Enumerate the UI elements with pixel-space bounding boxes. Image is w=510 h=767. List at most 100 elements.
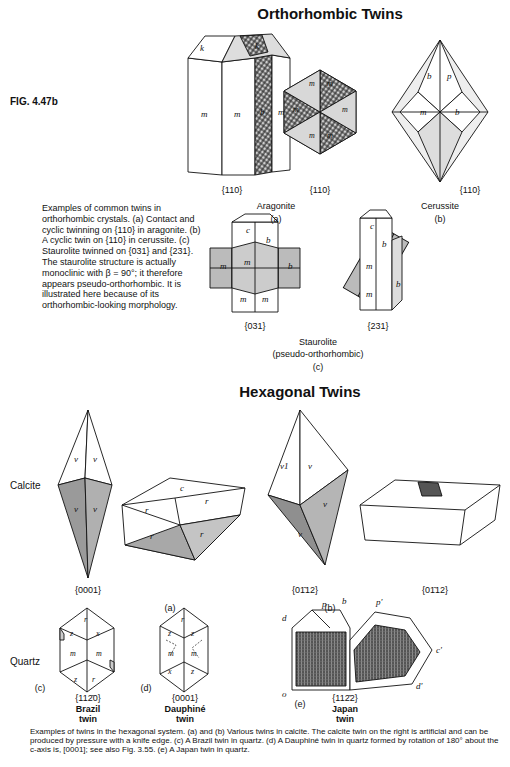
- figure-label: (a): [165, 604, 176, 614]
- calcite-0112: [268, 410, 348, 565]
- figure-label: Aragonite: [257, 202, 296, 212]
- face-letter: z: [74, 676, 77, 685]
- face-letter: m: [309, 132, 315, 141]
- face-letter: m: [327, 80, 333, 89]
- face-letter: b: [266, 236, 271, 246]
- face-letter: x: [96, 630, 100, 639]
- face-letter: p: [447, 72, 452, 82]
- face-letter: r: [150, 532, 154, 542]
- face-letter: m: [278, 108, 285, 118]
- face-letter: c': [436, 646, 442, 656]
- face-letter: d': [416, 682, 422, 692]
- face-letter: m: [244, 258, 251, 268]
- face-letter: v: [323, 500, 327, 510]
- figure-label: {112̄2}: [332, 694, 357, 704]
- figure-label: {031}: [244, 322, 265, 332]
- face-letter: c: [246, 226, 250, 236]
- face-letter: m: [168, 650, 174, 659]
- quartz-brazil: [60, 608, 114, 692]
- face-letter: m: [96, 650, 102, 659]
- face-letter: v: [74, 455, 78, 465]
- figure-label: {0001}: [172, 694, 198, 704]
- figure-label: (c): [35, 684, 46, 694]
- figure-label: (b): [435, 215, 446, 225]
- face-letter: m: [342, 106, 348, 115]
- face-letter: v: [93, 505, 97, 515]
- face-letter: m: [309, 80, 315, 89]
- face-letter: m: [201, 110, 208, 120]
- aragonite-contact: [188, 34, 290, 175]
- face-letter: r: [145, 506, 149, 516]
- face-letter: b: [455, 108, 460, 118]
- face-letter: m: [293, 106, 299, 115]
- face-letter: b: [382, 240, 387, 250]
- figure-label: Hexagonal Twins: [239, 384, 360, 401]
- figure-label: {0001}: [75, 586, 101, 596]
- face-letter: r: [181, 616, 184, 625]
- face-letter: p: [322, 600, 327, 610]
- face-letter: d: [282, 614, 287, 624]
- section-title: Orthorhombic Twins: [257, 6, 403, 23]
- figure-label: Dauphiné twin: [157, 705, 213, 725]
- figure-label: {01̄12}: [422, 586, 448, 596]
- aragonite-cyclic: [284, 70, 356, 154]
- figure-label: Japan twin: [325, 705, 365, 725]
- face-letter: x: [168, 668, 172, 677]
- figure-label: (d): [141, 684, 152, 694]
- face-letter: k: [200, 44, 204, 54]
- face-letter: m: [191, 650, 197, 659]
- face-letter: v: [298, 530, 302, 540]
- quartz-dauphine: [160, 608, 208, 692]
- face-letter: v1: [280, 462, 289, 472]
- figure-label: FIG. 4.47b: [10, 96, 58, 107]
- figure-label: Brazil twin: [68, 705, 108, 725]
- calcite-0001: [58, 410, 112, 578]
- face-letter: z: [70, 630, 73, 639]
- figure-label: {110}: [460, 186, 480, 196]
- face-letter: c: [180, 484, 184, 494]
- face-letter: m: [234, 110, 241, 120]
- face-letter: r: [205, 497, 209, 507]
- figure-label: Cerussite: [421, 202, 459, 212]
- face-letter: m: [240, 295, 247, 305]
- face-letter: m: [70, 650, 76, 659]
- face-letter: m: [327, 132, 333, 141]
- face-letter: c: [370, 222, 374, 232]
- face-letter: m: [366, 290, 373, 300]
- face-letter: z: [191, 630, 194, 639]
- face-letter: v: [93, 455, 97, 465]
- face-letter: v: [308, 462, 312, 472]
- face-letter: b: [260, 108, 265, 118]
- quartz-japan: [292, 610, 432, 690]
- cerussite-cyclic: [392, 40, 488, 182]
- face-letter: b: [342, 597, 347, 607]
- face-letter: b: [288, 262, 293, 272]
- face-letter: b: [427, 72, 432, 82]
- face-letter: v: [74, 505, 78, 515]
- face-letter: o: [282, 690, 287, 700]
- figure-label: {01̄12}: [292, 586, 318, 596]
- figure-label: Calcite: [10, 480, 41, 491]
- calcite-rhomb-twin: [122, 478, 245, 560]
- figure-label: {110}: [222, 186, 242, 196]
- figure-label: (e): [295, 700, 306, 710]
- face-letter: z: [168, 630, 171, 639]
- face-letter: k: [255, 42, 259, 52]
- figure-label: (a): [271, 215, 282, 225]
- face-letter: m: [220, 262, 227, 272]
- face-letter: m: [366, 262, 373, 272]
- figure-label: (pseudo-orthorhombic): [272, 350, 363, 360]
- staurolite-031: [210, 214, 300, 312]
- figure-label: {112̄0}: [75, 694, 100, 704]
- figure-label: Quartz: [10, 656, 40, 667]
- face-letter: m: [262, 295, 269, 305]
- figure-label: Examples of twins in the hexagonal syste…: [30, 727, 505, 755]
- face-letter: r: [200, 530, 204, 540]
- face-letter: m: [420, 108, 427, 118]
- figure-label: (c): [313, 363, 324, 373]
- face-letter: p': [376, 598, 382, 608]
- face-letter: z: [191, 668, 194, 677]
- face-letter: b: [396, 280, 401, 290]
- staurolite-231: [343, 210, 408, 310]
